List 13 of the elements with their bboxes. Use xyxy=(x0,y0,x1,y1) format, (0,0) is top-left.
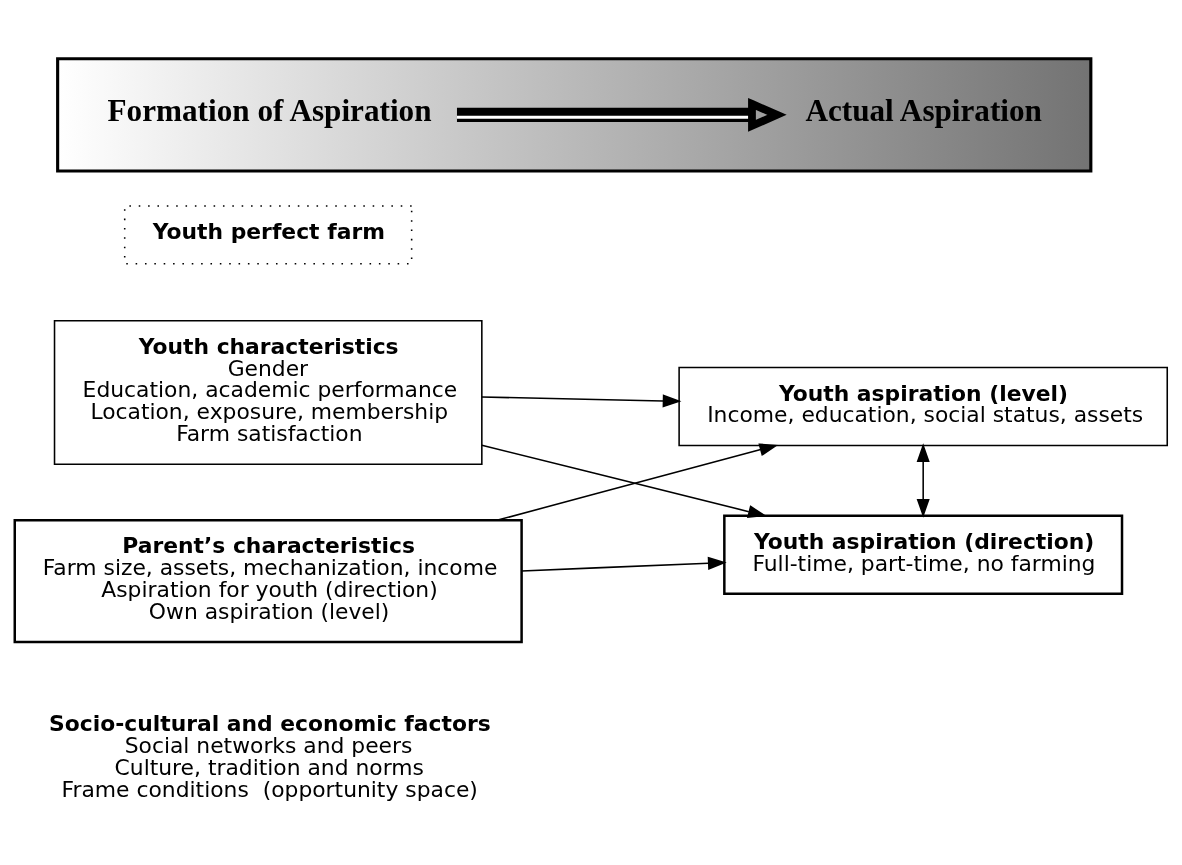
arrow xyxy=(521,556,727,572)
node-text: Formation of Aspiration xyxy=(107,92,432,128)
arrow xyxy=(456,97,787,132)
node-box: Parent’s characteristics Farm size, assets, mechanization, income Aspiration for youth (direction) Own aspiration (level) xyxy=(13,518,523,643)
node-box: Youth aspiration (level) Income, education, social status, assets xyxy=(678,366,1168,446)
node-text: Socio-cultural and economic factors Social networks and peers Culture, tradition and norms Frame conditions (opportunity space) xyxy=(49,710,491,802)
node-box: Youth aspiration (direction) Full-time, part-time, no farming xyxy=(723,513,1124,595)
arrow xyxy=(916,442,930,518)
node-box: Youth characteristics Gender Education, academic performance Location, exposure, membership Farm satisfaction xyxy=(53,319,483,465)
cluster xyxy=(56,56,1093,173)
node-text: Actual Aspiration xyxy=(805,92,1042,128)
arrow xyxy=(481,393,682,407)
node-box: Youth perfect farm xyxy=(123,204,413,265)
